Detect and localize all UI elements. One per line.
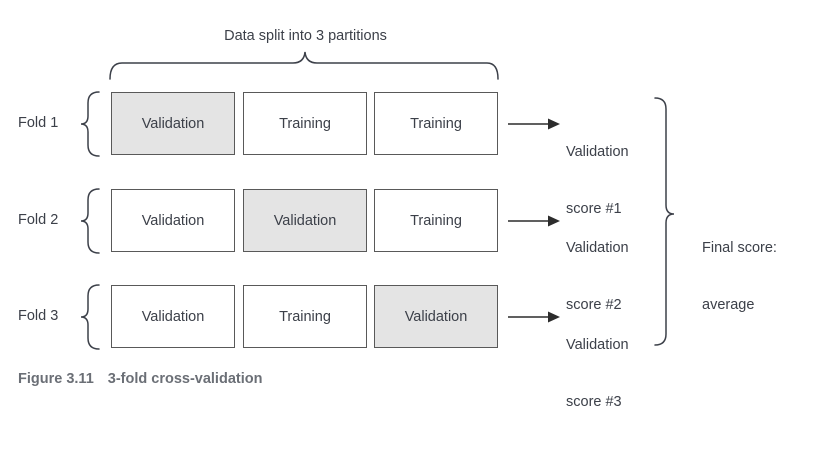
partition-cell-fold3-col3: Validation [374, 285, 498, 348]
fold-label-3: Fold 3 [18, 308, 59, 324]
fold-3-left-brace [80, 284, 100, 350]
fold-1-arrow [508, 118, 560, 130]
fold-label-1: Fold 1 [18, 115, 59, 131]
validation-score-label-1-line1: Validation [566, 144, 629, 160]
top-bracket-label: Data split into 3 partitions [224, 28, 387, 44]
final-score-label-line2: average [702, 297, 755, 313]
validation-score-label-2-line1: Validation [566, 240, 629, 256]
figure-caption: Figure 3.11 3-fold cross-validation [18, 371, 262, 387]
final-score-label-line1: Final score: [702, 240, 777, 256]
figure-caption-text: 3-fold cross-validation [107, 371, 263, 387]
validation-score-label-3: Validation score #3 [566, 298, 661, 450]
fold-2-arrow [508, 215, 560, 227]
partition-cell-fold2-col3: Training [374, 189, 498, 252]
fold-label-2: Fold 2 [18, 212, 59, 228]
partition-cell-fold3-col1: Validation [111, 285, 235, 348]
figure-caption-number: Figure 3.11 [18, 371, 94, 387]
partition-cell-fold1-col2: Training [243, 92, 367, 155]
validation-score-label-3-line2: score #3 [566, 394, 622, 410]
fold-2-left-brace [80, 188, 100, 254]
validation-score-label-3-line1: Validation [566, 337, 629, 353]
validation-score-label-2: Validation score #2 [566, 201, 661, 353]
validation-score-label-2-line2: score #2 [566, 297, 622, 313]
top-partitions-brace [109, 51, 499, 80]
partition-cell-fold3-col2: Training [243, 285, 367, 348]
validation-score-label-1: Validation score #1 [566, 105, 661, 257]
partition-cell-fold1-col1: Validation [111, 92, 235, 155]
partition-cell-fold1-col3: Training [374, 92, 498, 155]
figure-3-11-cross-validation-diagram: Data split into 3 partitions [18, 28, 812, 410]
final-score-label: Final score: average [702, 201, 812, 353]
partition-cell-fold2-col1: Validation [111, 189, 235, 252]
fold-3-arrow [508, 311, 560, 323]
partition-cell-fold2-col2: Validation [243, 189, 367, 252]
validation-score-label-1-line2: score #1 [566, 201, 622, 217]
fold-1-left-brace [80, 91, 100, 157]
